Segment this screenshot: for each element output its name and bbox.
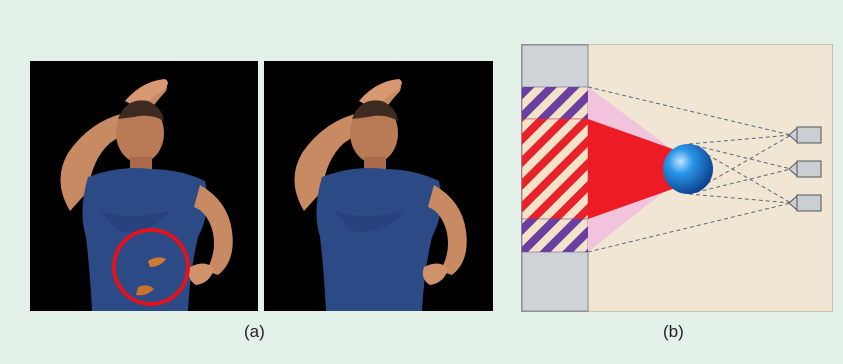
caption-a: (a): [244, 322, 265, 342]
panel-a-image-corrected: [264, 61, 493, 311]
caption-b: (b): [663, 322, 684, 342]
occlusion-diagram: [521, 44, 833, 312]
umbra-region: [522, 119, 588, 219]
penumbra-lower: [522, 219, 588, 252]
sphere-object: [663, 144, 713, 194]
panel-b-diagram: [521, 44, 833, 312]
panel-a-image-with-artifacts: [30, 61, 258, 311]
penumbra-upper: [522, 87, 588, 119]
person-illustration-right: [264, 61, 493, 311]
person-illustration-left: [30, 61, 258, 311]
